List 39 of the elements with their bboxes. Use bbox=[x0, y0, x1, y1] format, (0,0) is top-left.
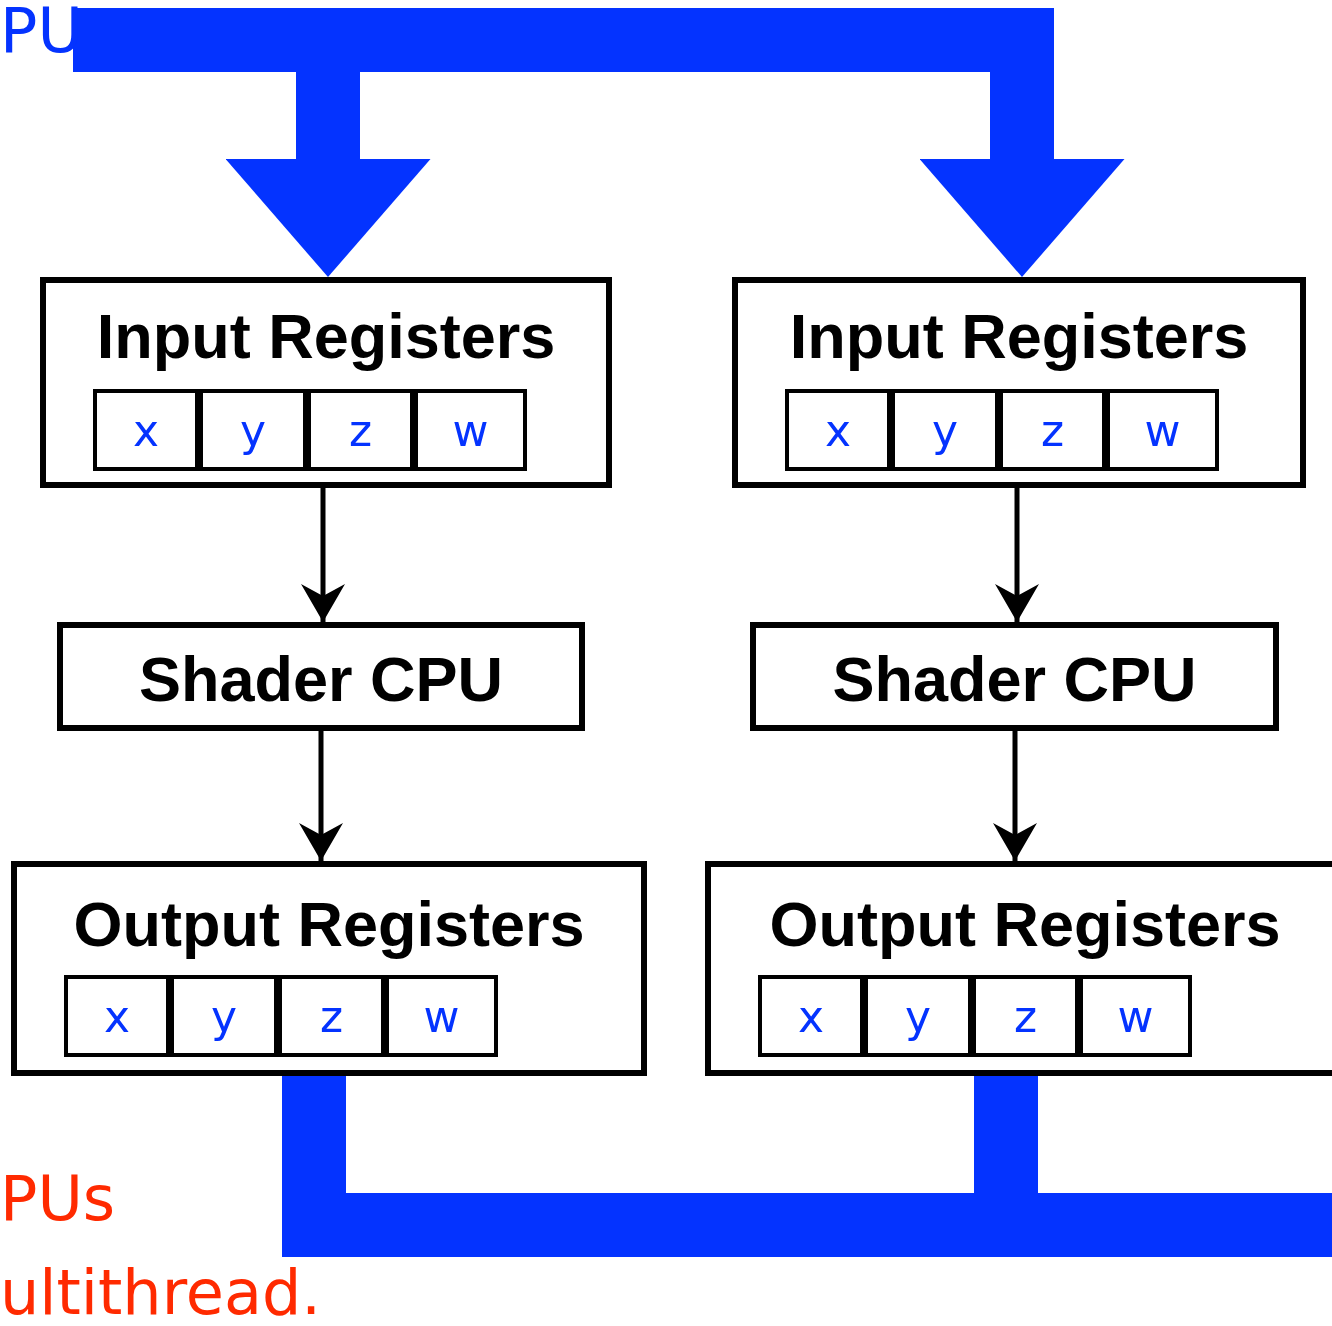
component-label: y bbox=[238, 403, 267, 458]
register-cell bbox=[385, 975, 498, 1057]
register-box bbox=[11, 861, 647, 1076]
register-cell bbox=[64, 975, 170, 1057]
component-label: z bbox=[318, 989, 345, 1044]
register-cell bbox=[1079, 975, 1192, 1057]
slide-text: ultithread. bbox=[0, 1262, 321, 1324]
processor-box bbox=[57, 622, 585, 731]
component-label: x bbox=[796, 989, 825, 1044]
component-label: y bbox=[209, 989, 238, 1044]
arrow bbox=[993, 731, 1037, 861]
component-label: y bbox=[930, 403, 959, 458]
arrow bbox=[995, 488, 1039, 622]
component-label: z bbox=[347, 403, 374, 458]
component-label: w bbox=[1116, 989, 1155, 1044]
register-cell bbox=[1106, 389, 1219, 471]
component-label: z bbox=[1012, 989, 1039, 1044]
register-cell bbox=[414, 389, 527, 471]
register-cell bbox=[93, 389, 199, 471]
component-label: x bbox=[823, 403, 852, 458]
slide-text: PUs bbox=[0, 1168, 116, 1230]
component-label: w bbox=[422, 989, 461, 1044]
component-label: x bbox=[102, 989, 131, 1044]
box-title: Shader CPU bbox=[137, 648, 505, 711]
register-cell bbox=[785, 389, 891, 471]
component-label: x bbox=[131, 403, 160, 458]
component-label: w bbox=[1143, 403, 1182, 458]
processor-box bbox=[750, 622, 1279, 731]
register-box bbox=[705, 861, 1332, 1076]
bus-arrow bbox=[73, 8, 431, 277]
component-label: z bbox=[1039, 403, 1066, 458]
register-box bbox=[40, 277, 612, 488]
arrow bbox=[299, 731, 343, 861]
component-label: y bbox=[903, 989, 932, 1044]
arrow bbox=[301, 488, 345, 622]
register-cell bbox=[758, 975, 864, 1057]
register-box bbox=[732, 277, 1306, 488]
component-label: w bbox=[451, 403, 490, 458]
box-title: Shader CPU bbox=[831, 648, 1198, 711]
